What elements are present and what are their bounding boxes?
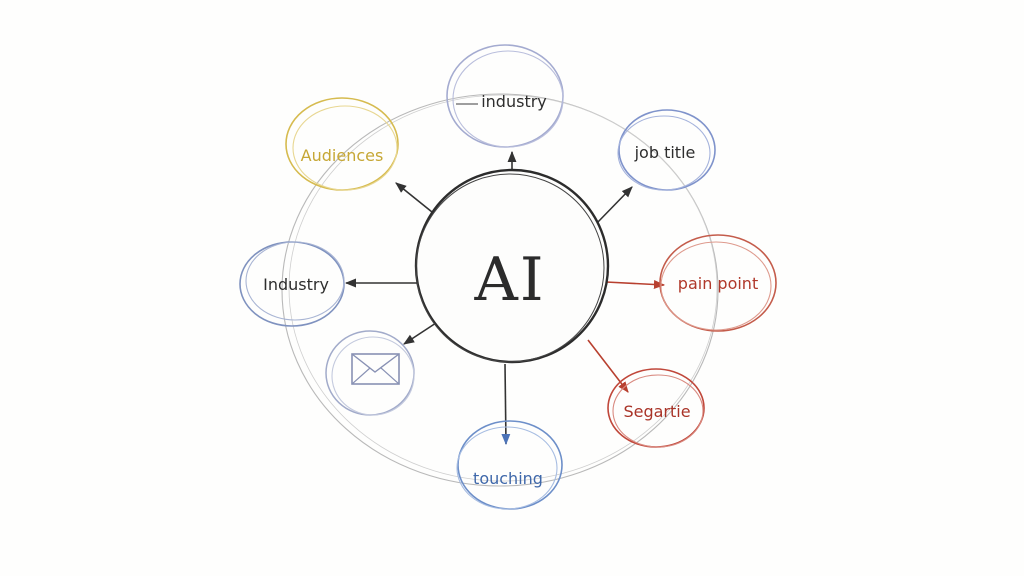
center-label: AI (473, 245, 545, 315)
node-industry-left: Industry (239, 241, 345, 327)
node-segment: Segartie (607, 368, 705, 448)
node-label-industry-top: industry (481, 92, 547, 111)
connector-pain-point (605, 280, 666, 289)
node-label-pain-point: pain point (678, 274, 758, 293)
node-label-industry-left: Industry (263, 275, 329, 294)
connector-audiences (395, 182, 433, 213)
node-audiences: Audiences (285, 97, 399, 191)
connector-email (403, 322, 437, 345)
orbit-ring (281, 93, 719, 487)
node-email (325, 330, 415, 416)
node-industry-top: industry (446, 44, 564, 148)
node-label-job-title: job title (634, 143, 696, 162)
connector-touching (501, 363, 511, 446)
node-touching: touching (456, 420, 563, 510)
envelope-icon (351, 353, 400, 385)
connector-segment (587, 339, 629, 393)
connectors (344, 150, 666, 446)
node-label-segment: Segartie (623, 402, 690, 421)
connector-job-title (595, 186, 633, 225)
center-hub: AI (414, 168, 610, 364)
node-job-title: job title (617, 109, 716, 191)
node-label-touching: touching (473, 469, 543, 488)
node-pain-point: pain point (659, 234, 777, 332)
node-label-audiences: Audiences (301, 146, 384, 165)
